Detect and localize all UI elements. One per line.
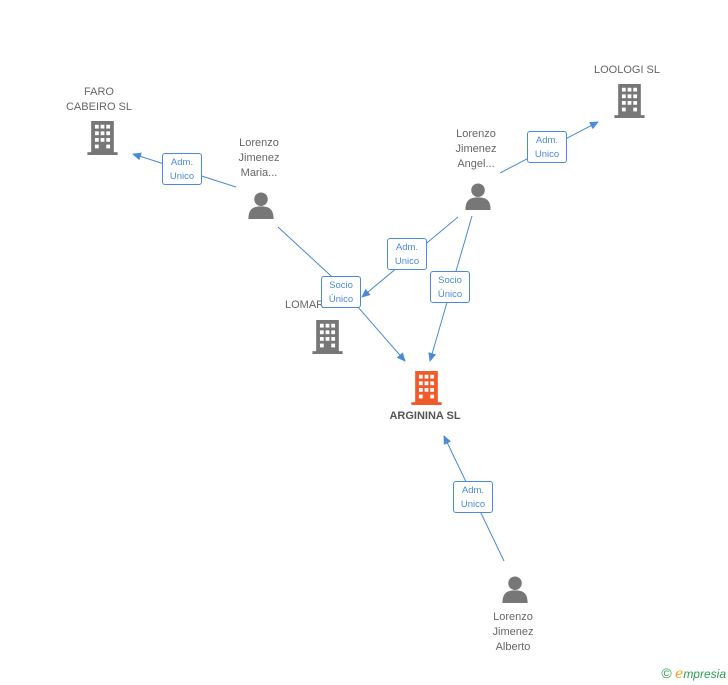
building-icon[interactable]: [411, 371, 442, 405]
edge-label-adm-unico[interactable]: Adm. Unico: [162, 153, 202, 185]
lomar-label[interactable]: LOMAR: [285, 298, 324, 313]
empresia-logo-initial: e: [675, 666, 684, 682]
edge-label-line-2: Unico: [534, 149, 560, 160]
arginina-label-text: ARGININA SL: [389, 410, 461, 422]
loologi-label[interactable]: LOOLOGI SL: [594, 63, 660, 78]
edge-label-line-2: Único: [437, 289, 463, 300]
empresia-copyright[interactable]: © empresia: [661, 665, 726, 682]
edge-label-line-1: Socio: [438, 275, 462, 286]
lomar-label-text: LOMAR: [285, 299, 325, 311]
alberto-label-line-1: Lorenzo: [493, 611, 533, 623]
edge-label-line-1: Adm.: [170, 157, 194, 168]
building-icon[interactable]: [614, 84, 645, 118]
edge-label-line-2: Unico: [169, 171, 195, 182]
person-icon[interactable]: [502, 576, 528, 603]
edge-label-line-1: Socio: [329, 280, 353, 291]
edge-label-line-2: Unico: [460, 499, 486, 510]
faro-cabeiro-label[interactable]: FARO CABEIRO SL: [66, 85, 132, 115]
maria-label-line-1: Lorenzo: [239, 137, 279, 149]
angel-label-line-2: Jimenez: [455, 143, 497, 155]
building-icon[interactable]: [87, 121, 118, 155]
alberto-label-line-3: Alberto: [495, 641, 531, 653]
maria-label-line-3: Maria...: [240, 167, 278, 179]
person-maria-label[interactable]: Lorenzo Jimenez Maria...: [239, 136, 280, 181]
edge-label-adm-unico[interactable]: Adm. Unico: [387, 238, 427, 270]
person-icon[interactable]: [248, 192, 274, 219]
faro-label-line-2: CABEIRO SL: [65, 101, 133, 113]
angel-label-line-1: Lorenzo: [456, 128, 496, 140]
empresia-brand-text: mpresia: [683, 667, 726, 681]
alberto-label-line-2: Jimenez: [492, 626, 534, 638]
edge-label-adm-unico[interactable]: Adm. Unico: [453, 481, 493, 513]
angel-label-line-3: Angel...: [457, 158, 495, 170]
arginina-label[interactable]: ARGININA SL: [389, 409, 460, 424]
edge-line-maria-arginina: [277, 226, 406, 362]
edge-label-line-1: Adm.: [535, 135, 559, 146]
person-angel-label[interactable]: Lorenzo Jimenez Angel...: [456, 127, 497, 172]
faro-label-line-1: FARO: [84, 86, 114, 98]
edge-label-line-1: Adm.: [395, 242, 419, 253]
edge-label-socio-unico[interactable]: Socio Único: [430, 271, 470, 303]
edge-label-line-1: Adm.: [461, 485, 485, 496]
copyright-symbol: ©: [661, 665, 672, 681]
edge-label-line-2: Unico: [394, 256, 420, 267]
maria-label-line-2: Jimenez: [238, 152, 280, 164]
edge-label-adm-unico[interactable]: Adm. Unico: [527, 131, 567, 163]
edge-label-line-2: Único: [328, 294, 354, 305]
loologi-label-text: LOOLOGI SL: [593, 64, 661, 76]
person-icon[interactable]: [465, 183, 491, 210]
edge-label-socio-unico[interactable]: Socio Único: [321, 276, 361, 308]
person-alberto-label[interactable]: Lorenzo Jimenez Alberto: [493, 610, 534, 655]
building-icon[interactable]: [312, 320, 343, 354]
